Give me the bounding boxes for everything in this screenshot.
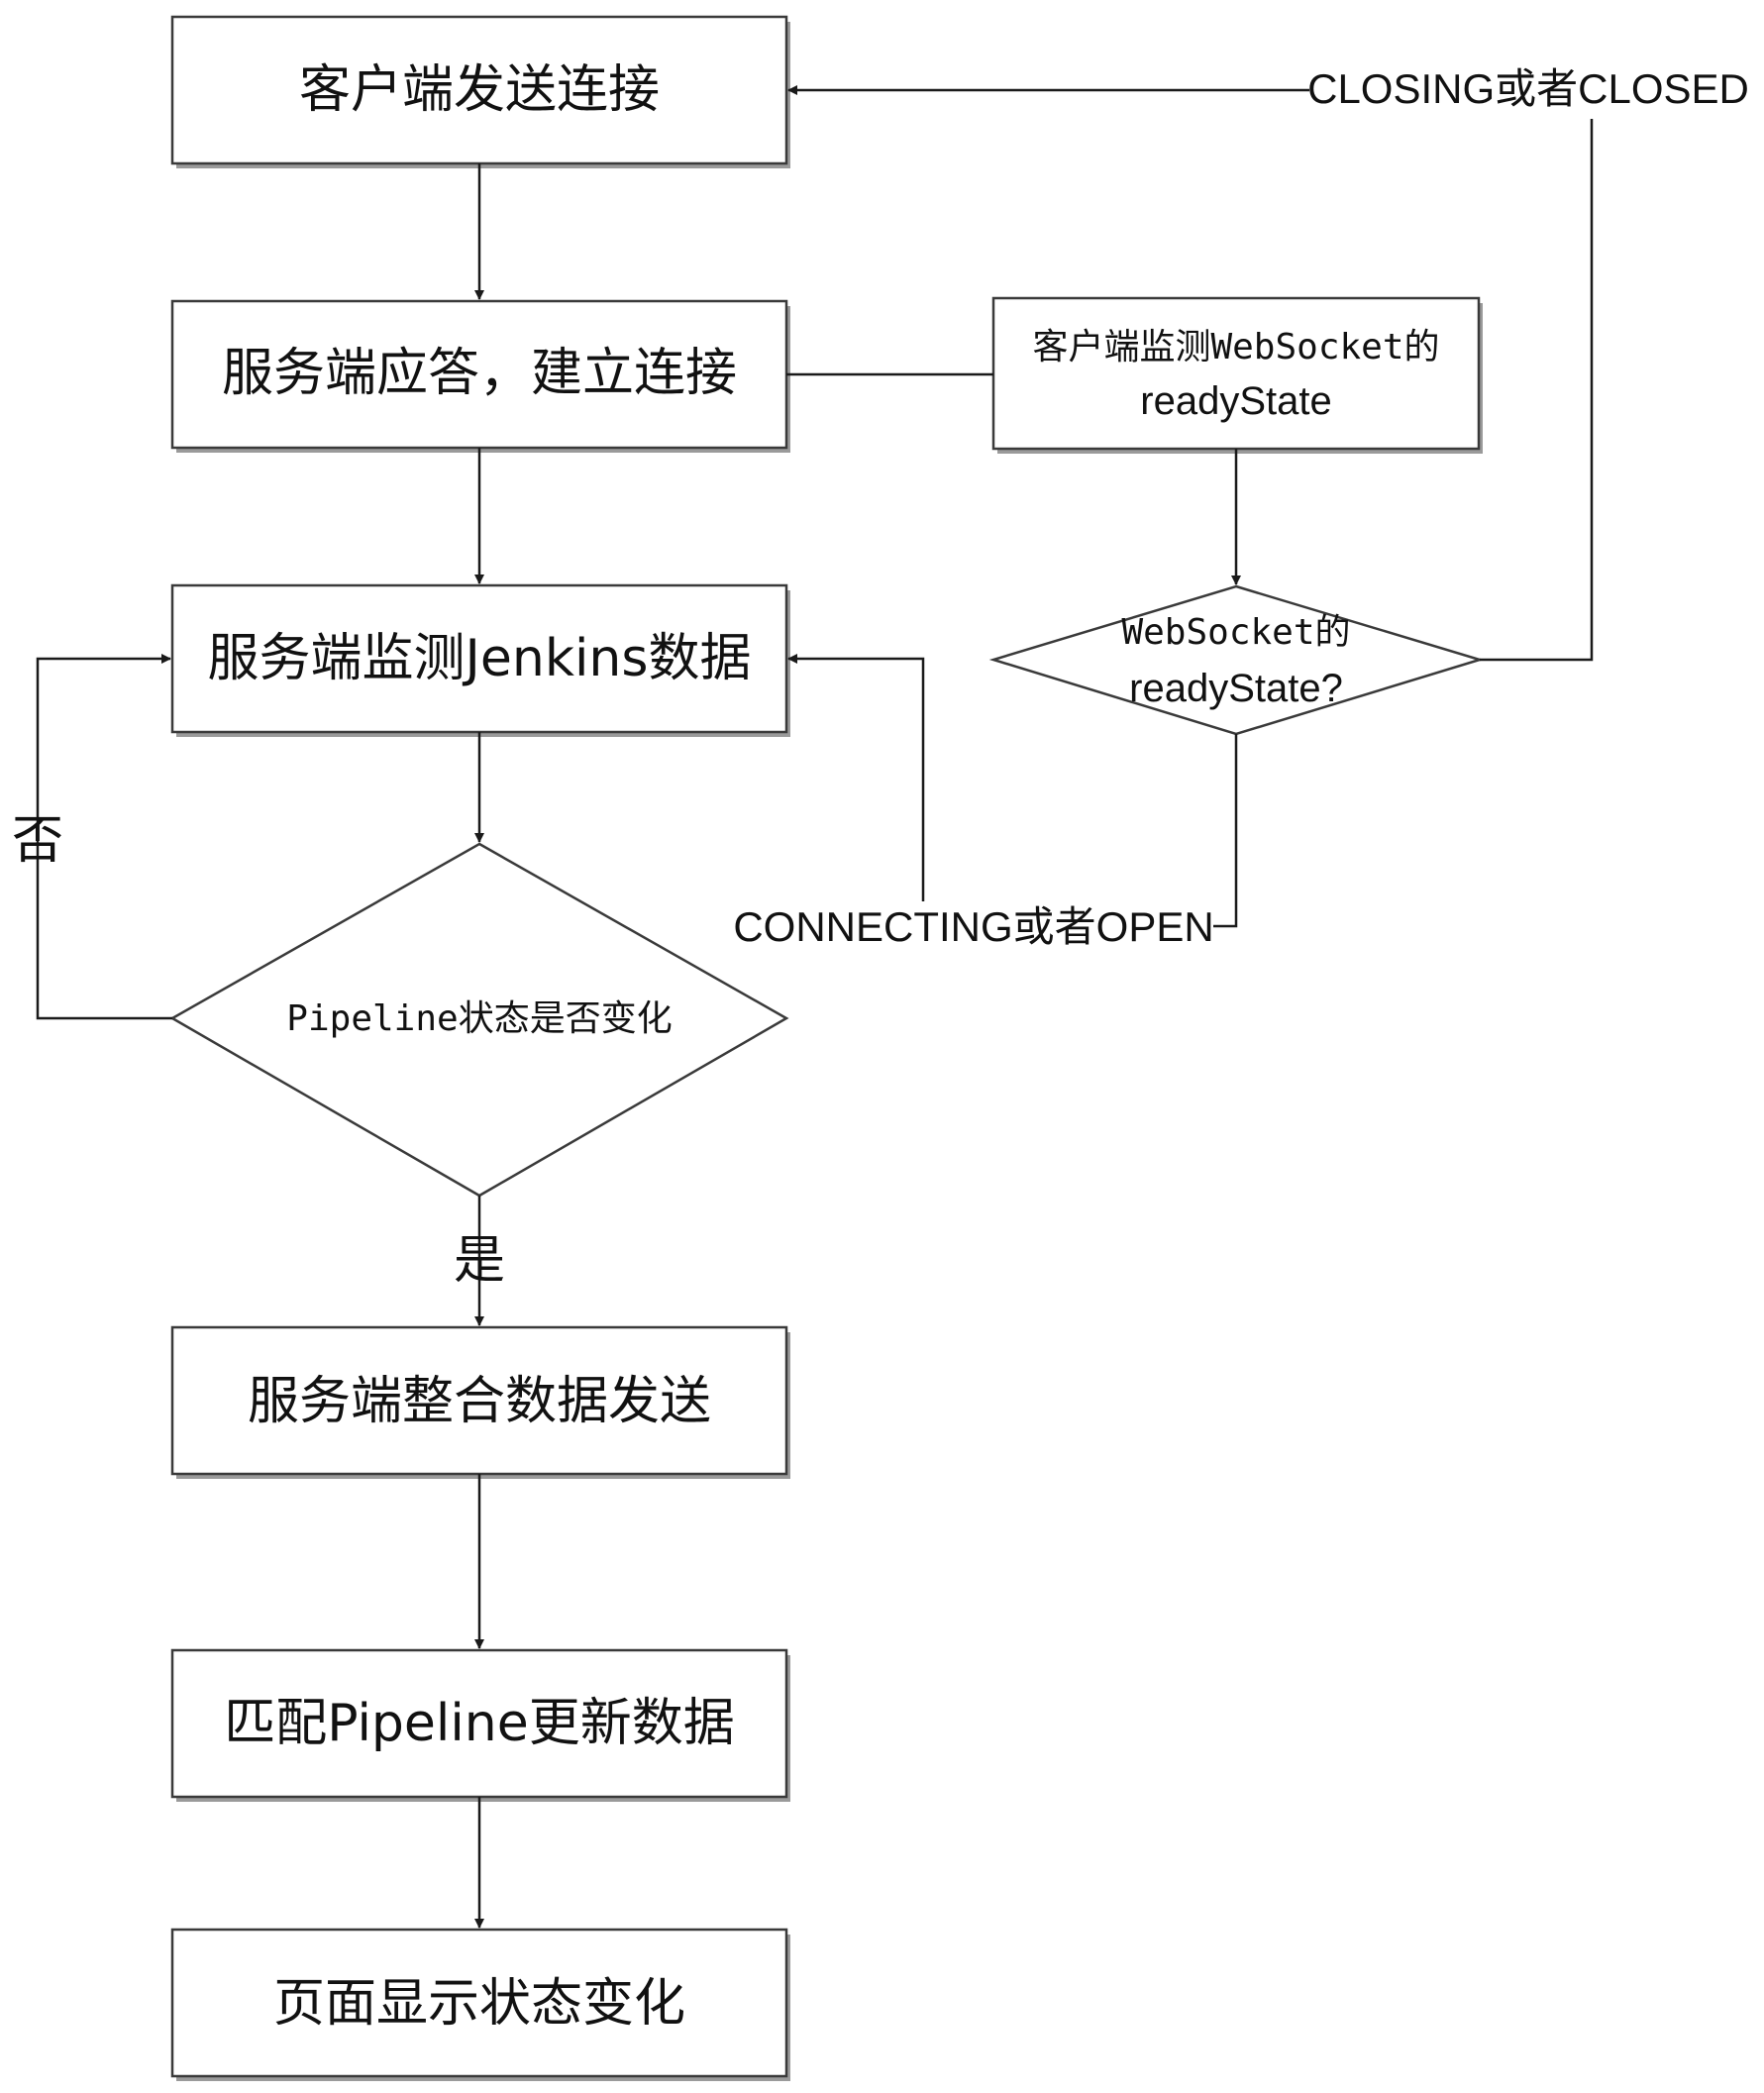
edge-decision-no-loop	[36, 654, 172, 1020]
edge-readystate-closed	[1480, 119, 1594, 662]
node-client-monitor-label-line1: 客户端监测WebSocket的	[1032, 327, 1439, 367]
edge-readystate-open	[1213, 734, 1238, 928]
decision-readystate-label-line2: readyState?	[1129, 667, 1343, 710]
edge-open-to-server-monitor	[787, 654, 925, 901]
edge-label-no: 否	[12, 811, 63, 871]
node-server-send: 服务端整合数据发送	[170, 1325, 790, 1479]
node-client-send-label: 客户端发送连接	[299, 60, 660, 120]
node-match-pipeline-label: 匹配Pipeline更新数据	[224, 1694, 735, 1753]
node-page-display: 页面显示状态变化	[170, 1928, 790, 2081]
node-client-monitor: 客户端监测WebSocket的 readyState	[991, 296, 1483, 454]
edge-label-connecting-open: CONNECTING或者OPEN	[733, 903, 1213, 950]
node-server-send-label: 服务端整合数据发送	[248, 1372, 711, 1431]
node-client-monitor-label-line2: readyState	[1140, 379, 1331, 423]
decision-readystate-label-line1: WebSocket的	[1121, 612, 1350, 653]
node-page-display-label: 页面显示状态变化	[273, 1974, 685, 2034]
decision-pipeline-changed: Pipeline状态是否变化	[169, 842, 789, 1198]
node-server-reply-label: 服务端应答，建立连接	[222, 344, 737, 403]
decision-readystate: WebSocket的 readyState?	[988, 584, 1485, 736]
node-client-send: 客户端发送连接	[170, 15, 790, 168]
node-server-reply: 服务端应答，建立连接	[170, 299, 790, 453]
node-match-pipeline: 匹配Pipeline更新数据	[170, 1648, 790, 1802]
decision-pipeline-changed-label: Pipeline状态是否变化	[286, 998, 672, 1039]
edge-label-yes: 是	[454, 1231, 505, 1291]
edge-label-closing-closed: CLOSING或者CLOSED	[1307, 65, 1749, 112]
node-server-monitor-label: 服务端监测Jenkins数据	[208, 629, 752, 688]
node-server-monitor: 服务端监测Jenkins数据	[170, 583, 790, 737]
